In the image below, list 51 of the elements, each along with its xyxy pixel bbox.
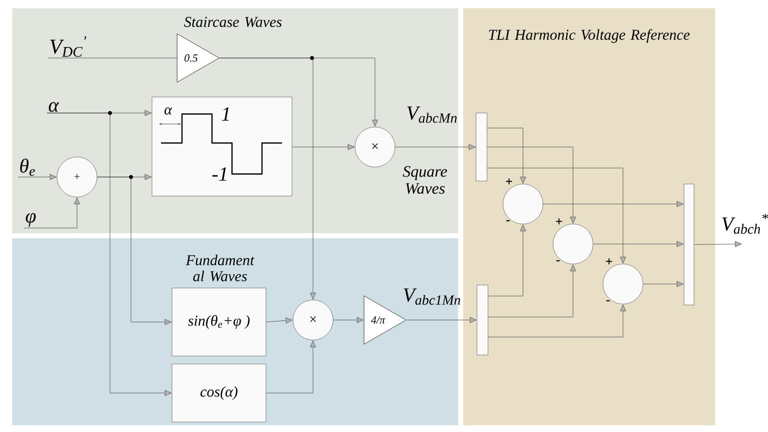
signal-label: V$_{abch}$* <box>722 214 768 234</box>
signal-label: φ <box>26 213 36 227</box>
connector-arrow <box>97 176 172 325</box>
signal-label: V$_{abcMn}$ <box>407 106 457 123</box>
signal-label: α <box>48 102 60 112</box>
waveform-label: Square Waves <box>402 166 448 194</box>
panel-title: Fundament al Waves <box>186 254 254 282</box>
connector-arrow <box>219 58 316 300</box>
signal-label: V$_{DC}$' <box>50 36 86 57</box>
connector-arrow <box>488 264 576 318</box>
gain-triangle: 4/π <box>364 296 406 344</box>
connector-arrow <box>46 112 172 396</box>
connector-arrow <box>487 168 626 264</box>
connector-arrow <box>266 340 316 394</box>
signal-label: V$_{abc1Mn}$ <box>404 288 460 305</box>
panel-title: Staircase Waves <box>184 16 282 28</box>
connector-arrow <box>488 224 526 296</box>
connector-arrow <box>543 201 684 207</box>
sign-label: + <box>606 258 612 264</box>
waveform-label: α <box>164 107 172 115</box>
connector-arrow <box>395 144 476 150</box>
connector-arrow <box>333 317 364 323</box>
sign-label: - <box>606 300 610 302</box>
bus-bar <box>476 112 488 182</box>
gain-triangle: 0.5 <box>176 34 220 82</box>
connector-arrow <box>488 304 626 338</box>
summing-junction: × <box>354 126 396 168</box>
connector-arrow <box>24 198 80 228</box>
waveform-label: -1 <box>212 167 226 181</box>
function-block: sin(θ$_{e}$+φ ) <box>172 288 266 356</box>
sign-label: + <box>556 218 562 224</box>
function-block: cos(α) <box>172 364 266 422</box>
bus-bar <box>476 284 488 356</box>
connector-arrow <box>593 241 684 247</box>
connector-arrow <box>18 174 56 180</box>
sign-label: - <box>506 220 510 222</box>
summing-junction: + <box>56 156 98 198</box>
connector-arrow <box>487 146 576 224</box>
connector-arrow <box>406 317 476 323</box>
signal-label: θ$_{e}$ <box>20 158 35 176</box>
connector-arrow <box>292 144 354 150</box>
sign-label: - <box>556 260 560 262</box>
panel-title: TLI Harmonic Voltage Reference <box>489 29 690 43</box>
connector-arrow <box>487 128 526 184</box>
bus-bar <box>684 184 694 306</box>
summing-junction: × <box>292 300 334 340</box>
sign-label: + <box>506 178 512 184</box>
connector-arrow <box>694 241 742 248</box>
waveform-label: 1 <box>222 107 229 121</box>
connector-arrow <box>643 281 684 287</box>
connector-arrow <box>266 318 292 324</box>
